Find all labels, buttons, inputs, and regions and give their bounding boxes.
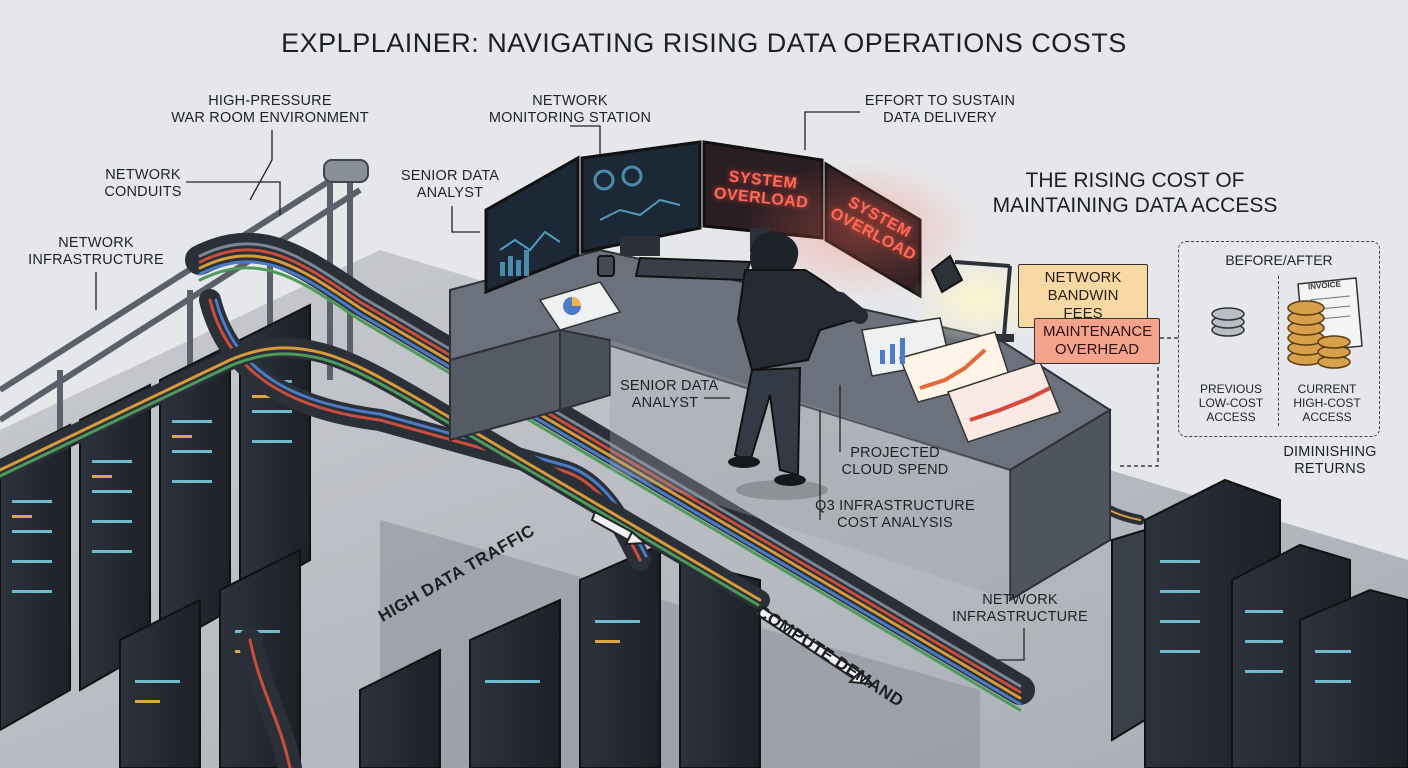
server-racks-right: [1111, 478, 1408, 768]
page-title: EXPLPLAINER: NAVIGATING RISING DATA OPER…: [281, 28, 1127, 58]
section-subtitle: THE RISING COST OF MAINTAINING DATA ACCE…: [992, 169, 1278, 217]
vertical-pipe: [323, 159, 369, 183]
flow-arrows: [590, 510, 875, 686]
coin-stack-small: [1211, 307, 1245, 337]
coffee-mug: [597, 255, 615, 277]
before-after-title: BEFORE/AFTER: [1225, 252, 1333, 268]
leader-lines: [95, 111, 1178, 661]
rack-leds: [12, 380, 640, 683]
report-documents: [861, 317, 1061, 443]
keyboard: [634, 256, 752, 282]
senior-data-analyst-figure: [728, 232, 868, 500]
cable-bundles: [0, 232, 1145, 768]
desk-lamp: [910, 254, 1050, 345]
monitor-bank: [484, 140, 980, 300]
server-racks-left: [0, 303, 761, 768]
before-after-divider: [1278, 276, 1279, 426]
coin-stack-large: [1287, 300, 1351, 369]
